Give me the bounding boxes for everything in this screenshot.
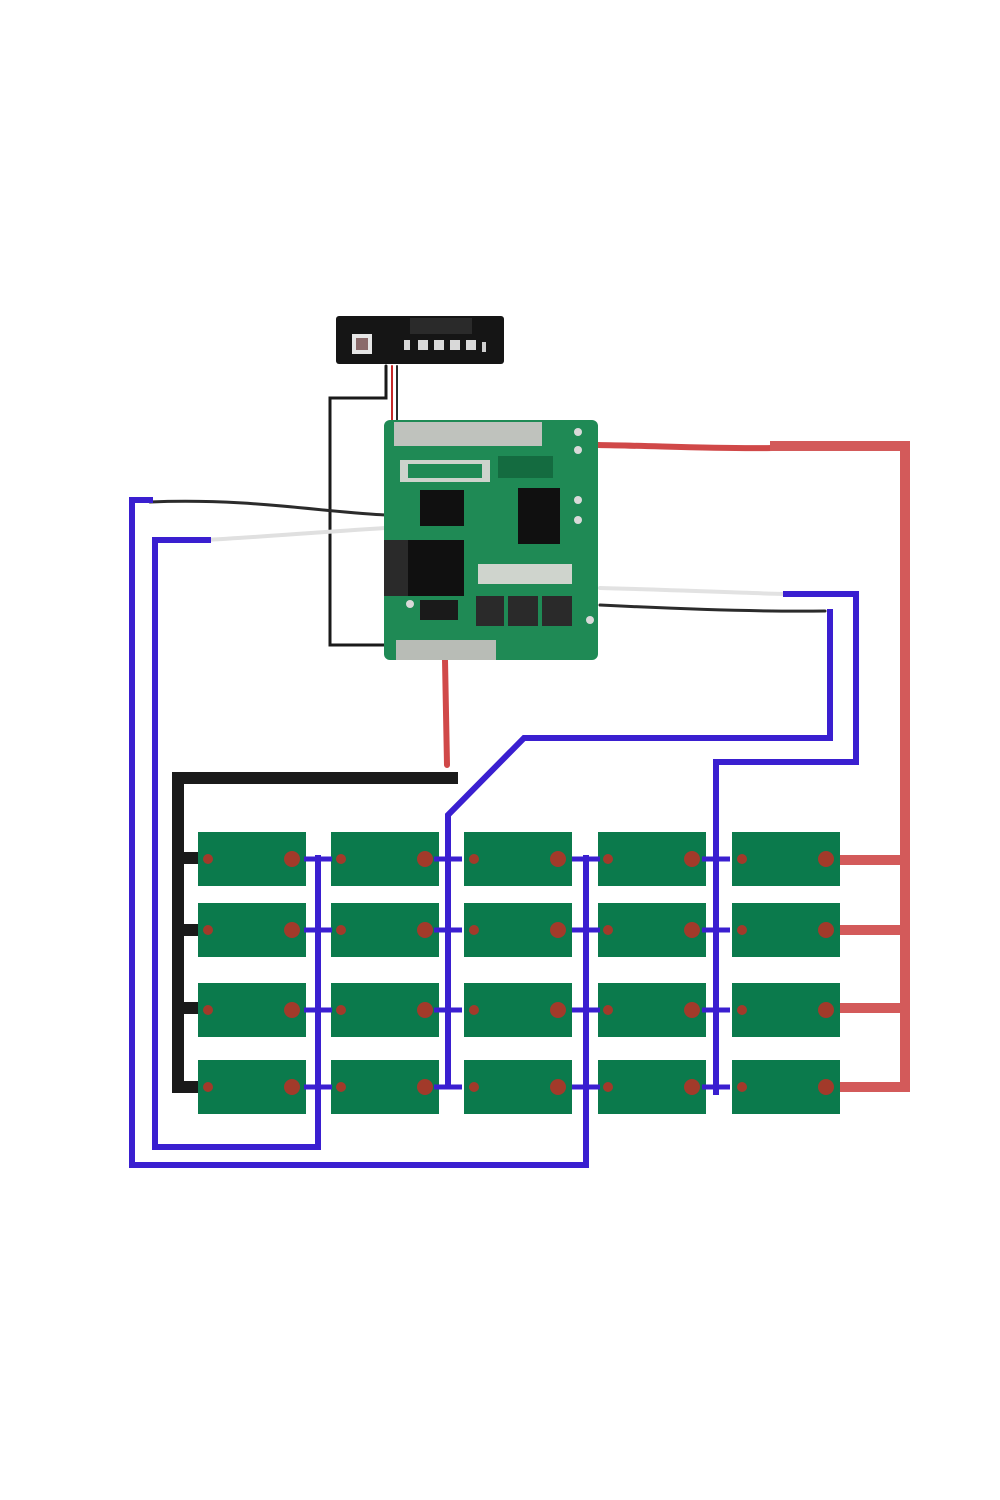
battery-cell	[732, 1060, 840, 1114]
cell-negative-terminal	[336, 1082, 346, 1092]
cell-positive-terminal	[550, 851, 566, 867]
cell-negative-terminal	[469, 1005, 479, 1015]
bms-pads	[406, 428, 594, 624]
cell-positive-terminal	[550, 1002, 566, 1018]
cell-positive-terminal	[417, 922, 433, 938]
cell-negative-terminal	[336, 925, 346, 935]
battery-cell	[331, 1060, 439, 1114]
cell-positive-terminal	[684, 1002, 700, 1018]
battery-cell-array	[198, 832, 840, 1114]
cell-positive-terminal	[284, 1079, 300, 1095]
battery-cell	[198, 983, 306, 1037]
cell-positive-terminal	[818, 1079, 834, 1095]
cell-negative-terminal	[737, 854, 747, 864]
cell-positive-terminal	[417, 851, 433, 867]
cell-positive-terminal	[550, 1079, 566, 1095]
battery-cell	[598, 1060, 706, 1114]
battery-cell	[464, 903, 572, 957]
indicator-cables	[328, 364, 402, 647]
battery-cell	[331, 832, 439, 886]
cell-negative-terminal	[469, 925, 479, 935]
battery-level-indicator-board	[336, 316, 504, 364]
red-positive-wires	[770, 441, 910, 1092]
indicator-leds	[404, 340, 476, 350]
battery-cell	[464, 983, 572, 1037]
cell-negative-terminal	[203, 1005, 213, 1015]
cell-negative-terminal	[336, 854, 346, 864]
bms-protection-board	[384, 420, 598, 660]
cell-negative-terminal	[603, 1082, 613, 1092]
cell-negative-terminal	[469, 1082, 479, 1092]
cell-negative-terminal	[737, 1082, 747, 1092]
battery-cell	[732, 832, 840, 886]
battery-cell	[198, 1060, 306, 1114]
cell-negative-terminal	[603, 1005, 613, 1015]
battery-cell	[598, 903, 706, 957]
battery-cell	[198, 832, 306, 886]
cell-negative-terminal	[203, 925, 213, 935]
cell-positive-terminal	[684, 851, 700, 867]
battery-cell	[598, 983, 706, 1037]
cell-positive-terminal	[550, 922, 566, 938]
cell-negative-terminal	[336, 1005, 346, 1015]
cell-negative-terminal	[203, 854, 213, 864]
cell-positive-terminal	[818, 1002, 834, 1018]
black-negative-wires	[172, 772, 458, 1093]
bms-leads	[148, 442, 827, 768]
battery-cell	[198, 903, 306, 957]
battery-cell	[732, 983, 840, 1037]
cell-positive-terminal	[417, 1002, 433, 1018]
cell-positive-terminal	[284, 1002, 300, 1018]
cell-negative-terminal	[469, 854, 479, 864]
series-links	[304, 856, 730, 1090]
cell-negative-terminal	[737, 1005, 747, 1015]
blue-balance-wires	[129, 497, 859, 1168]
cell-positive-terminal	[284, 922, 300, 938]
battery-cell	[464, 1060, 572, 1114]
battery-cell	[732, 903, 840, 957]
cell-positive-terminal	[818, 922, 834, 938]
battery-cell	[464, 832, 572, 886]
cell-negative-terminal	[737, 925, 747, 935]
battery-cell	[331, 983, 439, 1037]
cell-negative-terminal	[603, 854, 613, 864]
cell-negative-terminal	[603, 925, 613, 935]
cell-positive-terminal	[818, 851, 834, 867]
cell-positive-terminal	[684, 1079, 700, 1095]
battery-cell	[598, 832, 706, 886]
cell-positive-terminal	[684, 922, 700, 938]
cell-positive-terminal	[284, 851, 300, 867]
battery-cell	[331, 903, 439, 957]
cell-positive-terminal	[417, 1079, 433, 1095]
cell-negative-terminal	[203, 1082, 213, 1092]
